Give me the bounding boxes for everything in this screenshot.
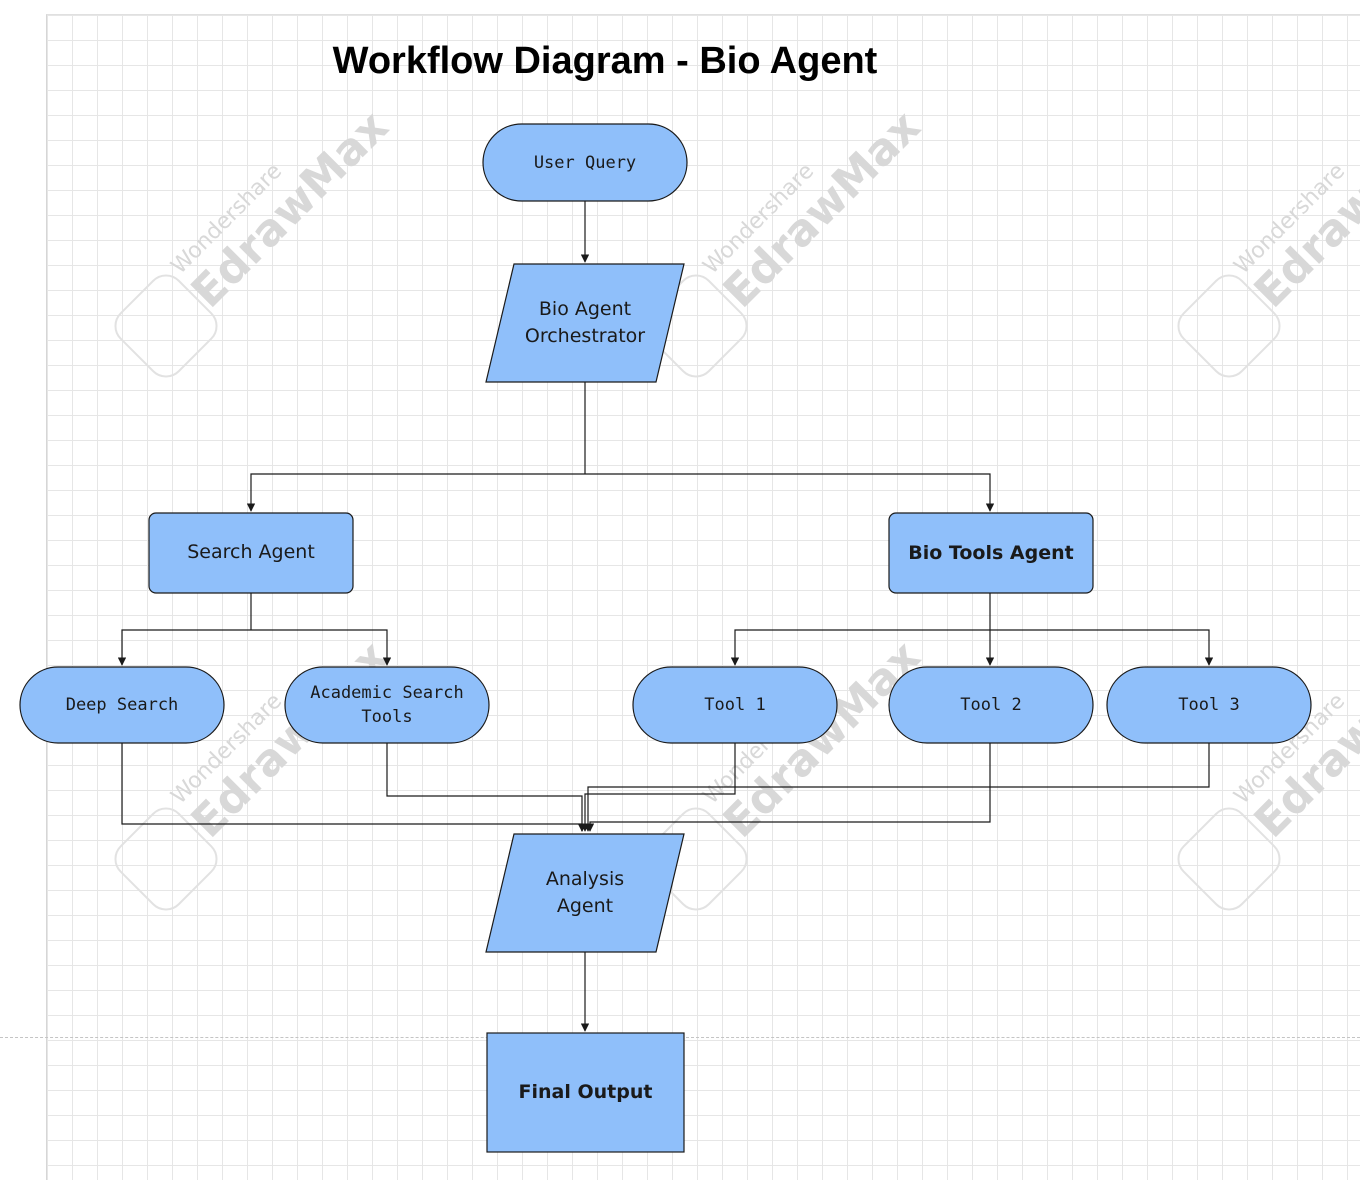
edge-orchestrator-to-bio-tools-agent [585,473,995,512]
node-tool1[interactable]: Tool 1 [633,667,837,743]
node-shape-final-output[interactable] [486,1032,685,1153]
node-label: Analysis Agent [545,868,625,917]
edge-academic-tools-to-analysis [386,743,587,832]
nodes [19,123,1312,1153]
edge-bio-tools-to-tool3 [990,629,1214,666]
edge-tool1-to-analysis [580,743,736,832]
watermark: Wondershare EdrawMax [114,101,399,378]
node-label: Bio Tools Agent [908,541,1074,564]
node-shape-tool1[interactable] [632,666,838,744]
node-orchestrator[interactable]: Bio Agent Orchestrator [500,264,670,382]
node-label: Final Output [518,1081,653,1103]
node-academic-search-tools[interactable]: Academic Search Tools [285,667,489,743]
node-label: Academic Search Tools [310,683,464,727]
edge-tool2-to-analysis [585,743,991,832]
node-shape-deep-search[interactable] [19,666,225,744]
background-grid [46,14,1360,1180]
node-deep-search[interactable]: Deep Search [20,667,224,743]
node-label: Tool 1 [704,695,766,715]
node-shape-user-query[interactable] [482,123,688,202]
node-shape-academic-search-tools[interactable] [284,666,490,744]
node-label: Bio Agent Orchestrator [524,298,646,347]
node-analysis-agent[interactable]: Analysis Agent [500,834,670,952]
node-tool3[interactable]: Tool 3 [1107,667,1311,743]
node-label: Deep Search [65,695,179,715]
edge-tool3-to-analysis [583,743,1210,832]
edges [117,201,1214,1032]
node-shape-orchestrator[interactable] [485,263,685,383]
node-shape-analysis-agent[interactable] [485,833,685,953]
node-bio-tools-agent[interactable]: Bio Tools Agent [889,513,1093,593]
edge-orchestrator-to-search-agent [246,473,585,512]
edge-search-agent-to-deep-search [117,629,251,666]
watermark-line2: EdrawMax [182,101,399,318]
node-search-agent[interactable]: Search Agent [149,513,353,591]
node-tool2[interactable]: Tool 2 [889,667,1093,743]
node-shape-bio-tools-agent[interactable] [888,512,1094,594]
node-shape-tool3[interactable] [1106,666,1312,744]
edge-bio-tools-to-tool1 [730,629,990,666]
node-shape-search-agent[interactable] [148,512,354,594]
node-shape-tool2[interactable] [888,666,1094,744]
node-final-output[interactable]: Final Output [487,1033,684,1152]
node-label: Tool 2 [960,695,1022,715]
diagram-title: Workflow Diagram - Bio Agent [332,40,878,82]
edge-search-agent-to-academic-tools [251,629,392,666]
watermark-line2: EdrawMax [714,101,931,318]
watermark: Wondershare EdrawMax [1177,101,1360,378]
node-label: Search Agent [187,540,315,563]
node-user-query[interactable]: User Query [483,124,687,201]
node-label: Tool 3 [1178,695,1240,715]
node-label: User Query [533,152,637,173]
